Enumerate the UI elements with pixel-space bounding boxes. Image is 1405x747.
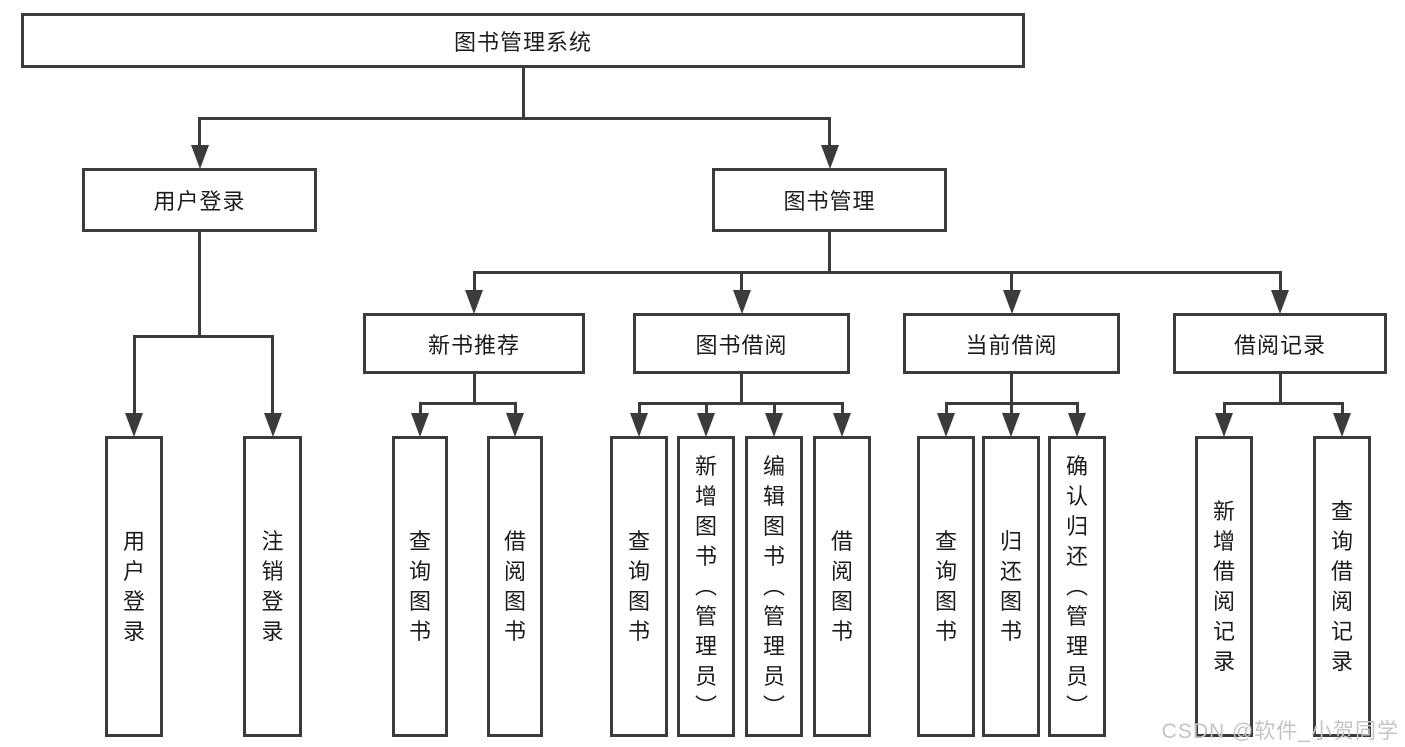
connector-line — [740, 374, 743, 405]
connector-line — [637, 401, 844, 405]
arrowhead-down-icon — [1215, 413, 1233, 437]
tree-node-1-1-3-label: 借阅图书 — [830, 528, 853, 644]
connector-line — [828, 232, 831, 274]
tree-node-0-0: 用户登录 — [105, 436, 163, 737]
connector-line — [1009, 403, 1013, 416]
arrowhead-down-icon — [1068, 413, 1086, 437]
arrowhead-down-icon — [263, 413, 282, 437]
tree-node-1-0-label: 新书推荐 — [427, 332, 520, 358]
connector-line — [1010, 374, 1013, 405]
connector-line — [740, 272, 743, 293]
tree-node-1-3-0-label: 新增借阅记录 — [1212, 498, 1235, 674]
tree-node-0: 用户登录 — [82, 168, 317, 232]
tree-node-1-1-3: 借阅图书 — [813, 436, 871, 737]
connector-line — [840, 403, 844, 416]
connector-line — [472, 272, 476, 293]
connector-line — [521, 68, 525, 120]
tree-node-1-2: 当前借阅 — [903, 313, 1120, 374]
connector-line — [418, 403, 422, 416]
tree-node-1-0-0: 查询图书 — [392, 436, 448, 737]
arrowhead-down-icon — [765, 413, 783, 437]
arrowhead-down-icon — [1271, 290, 1289, 314]
connector-line — [271, 336, 274, 416]
tree-node-1-2-0-label: 查询图书 — [934, 528, 957, 644]
tree-node-1-0-0-label: 查询图书 — [408, 528, 431, 644]
tree-node-1-2-2: 确认归还︵管理员︶ — [1048, 436, 1106, 737]
tree-node-0-1: 注销登录 — [243, 436, 302, 737]
connector-line — [198, 116, 831, 120]
connector-line — [704, 403, 708, 416]
tree-node-1-2-1-label: 归还图书 — [999, 528, 1022, 644]
connector-line — [198, 118, 201, 148]
connector-line — [944, 403, 948, 416]
tree-node-1: 图书管理 — [712, 168, 947, 232]
connector-line — [772, 403, 776, 416]
watermark-text: CSDN @软件_小贺同学 — [1161, 720, 1399, 743]
tree-node-1-1-2-label: 编辑图书︵管理员︶ — [762, 453, 785, 719]
tree-node-1-2-1: 归还图书 — [982, 436, 1040, 737]
connector-line — [132, 336, 136, 416]
connector-line — [1222, 401, 1344, 405]
connector-line — [1340, 403, 1344, 416]
arrowhead-down-icon — [833, 413, 851, 437]
tree-node-0-label: 用户登录 — [153, 189, 246, 214]
arrowhead-down-icon — [1333, 413, 1351, 437]
tree-node-1-3-label: 借阅记录 — [1233, 332, 1326, 358]
connector-line — [1278, 374, 1282, 405]
arrowhead-down-icon — [697, 413, 715, 437]
connector-line — [637, 403, 641, 416]
tree-node-1-0-1: 借阅图书 — [487, 436, 543, 737]
arrowhead-down-icon — [465, 290, 483, 314]
arrowhead-down-icon — [125, 413, 143, 437]
arrowhead-down-icon — [1002, 290, 1021, 314]
tree-node-1-3-1: 查询借阅记录 — [1313, 436, 1371, 737]
tree-node-1-1: 图书借阅 — [633, 313, 850, 374]
connector-line — [1010, 272, 1013, 293]
arrowhead-down-icon — [732, 290, 751, 314]
connector-line — [1278, 272, 1282, 293]
tree-node-1-0-1-label: 借阅图书 — [503, 528, 526, 644]
tree-node-0-0-label: 用户登录 — [122, 528, 145, 644]
tree-node-root-label: 图书管理系统 — [453, 29, 592, 55]
arrowhead-down-icon — [506, 413, 524, 437]
connector-line — [1222, 403, 1226, 416]
tree-node-0-1-label: 注销登录 — [261, 528, 284, 644]
arrowhead-down-icon — [411, 413, 429, 437]
connector-line — [132, 334, 274, 338]
connector-line — [513, 403, 517, 416]
arrowhead-down-icon — [820, 145, 839, 169]
tree-node-1-1-label: 图书借阅 — [695, 332, 788, 358]
arrowhead-down-icon — [937, 413, 955, 437]
connector-line — [828, 118, 831, 148]
tree-node-root: 图书管理系统 — [21, 13, 1025, 68]
tree-node-1-2-label: 当前借阅 — [965, 332, 1058, 358]
tree-node-1-2-2-label: 确认归还︵管理员︶ — [1065, 453, 1088, 719]
tree-node-1-1-0: 查询图书 — [610, 436, 668, 737]
tree-node-1-1-0-label: 查询图书 — [627, 528, 650, 644]
tree-node-1-1-2: 编辑图书︵管理员︶ — [745, 436, 803, 737]
connector-line — [198, 232, 201, 338]
arrowhead-down-icon — [190, 145, 209, 169]
tree-node-1-3-0: 新增借阅记录 — [1195, 436, 1253, 737]
tree-node-1-2-0: 查询图书 — [917, 436, 975, 737]
tree-node-1-label: 图书管理 — [783, 189, 876, 214]
tree-node-1-3: 借阅记录 — [1173, 313, 1387, 374]
arrowhead-down-icon — [630, 413, 648, 437]
connector-line — [1075, 403, 1079, 416]
tree-node-1-3-1-label: 查询借阅记录 — [1330, 498, 1353, 674]
connector-line — [418, 401, 517, 405]
connector-line — [472, 270, 1282, 274]
tree-node-1-1-1: 新增图书︵管理员︶ — [677, 436, 735, 737]
tree-node-1-1-1-label: 新增图书︵管理员︶ — [694, 453, 717, 719]
arrowhead-down-icon — [1002, 413, 1020, 437]
connector-line — [472, 374, 476, 405]
tree-node-1-0: 新书推荐 — [363, 313, 585, 374]
